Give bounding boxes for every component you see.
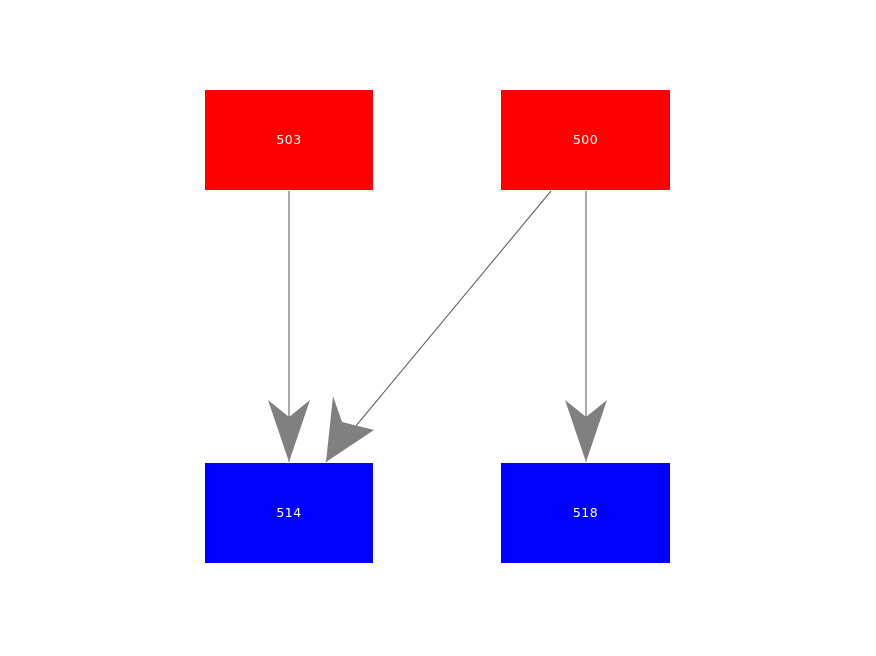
edge-500-514[interactable] [325, 190, 552, 463]
graph-node-500[interactable]: 500 [501, 90, 670, 190]
edge-500-518[interactable] [565, 191, 607, 462]
arrowhead-icon [326, 396, 374, 462]
arrowhead-icon [565, 400, 607, 462]
node-label: 518 [572, 504, 599, 520]
edge-503-514[interactable] [268, 191, 310, 462]
node-label: 514 [276, 504, 302, 520]
arrowhead-icon [268, 400, 310, 462]
node-label: 500 [572, 131, 599, 147]
graph-node-514[interactable]: 514 [205, 463, 373, 563]
graph-node-518[interactable]: 518 [501, 463, 670, 563]
graph-node-503[interactable]: 503 [205, 90, 373, 190]
node-label: 503 [276, 131, 302, 147]
edge-line [325, 190, 552, 463]
